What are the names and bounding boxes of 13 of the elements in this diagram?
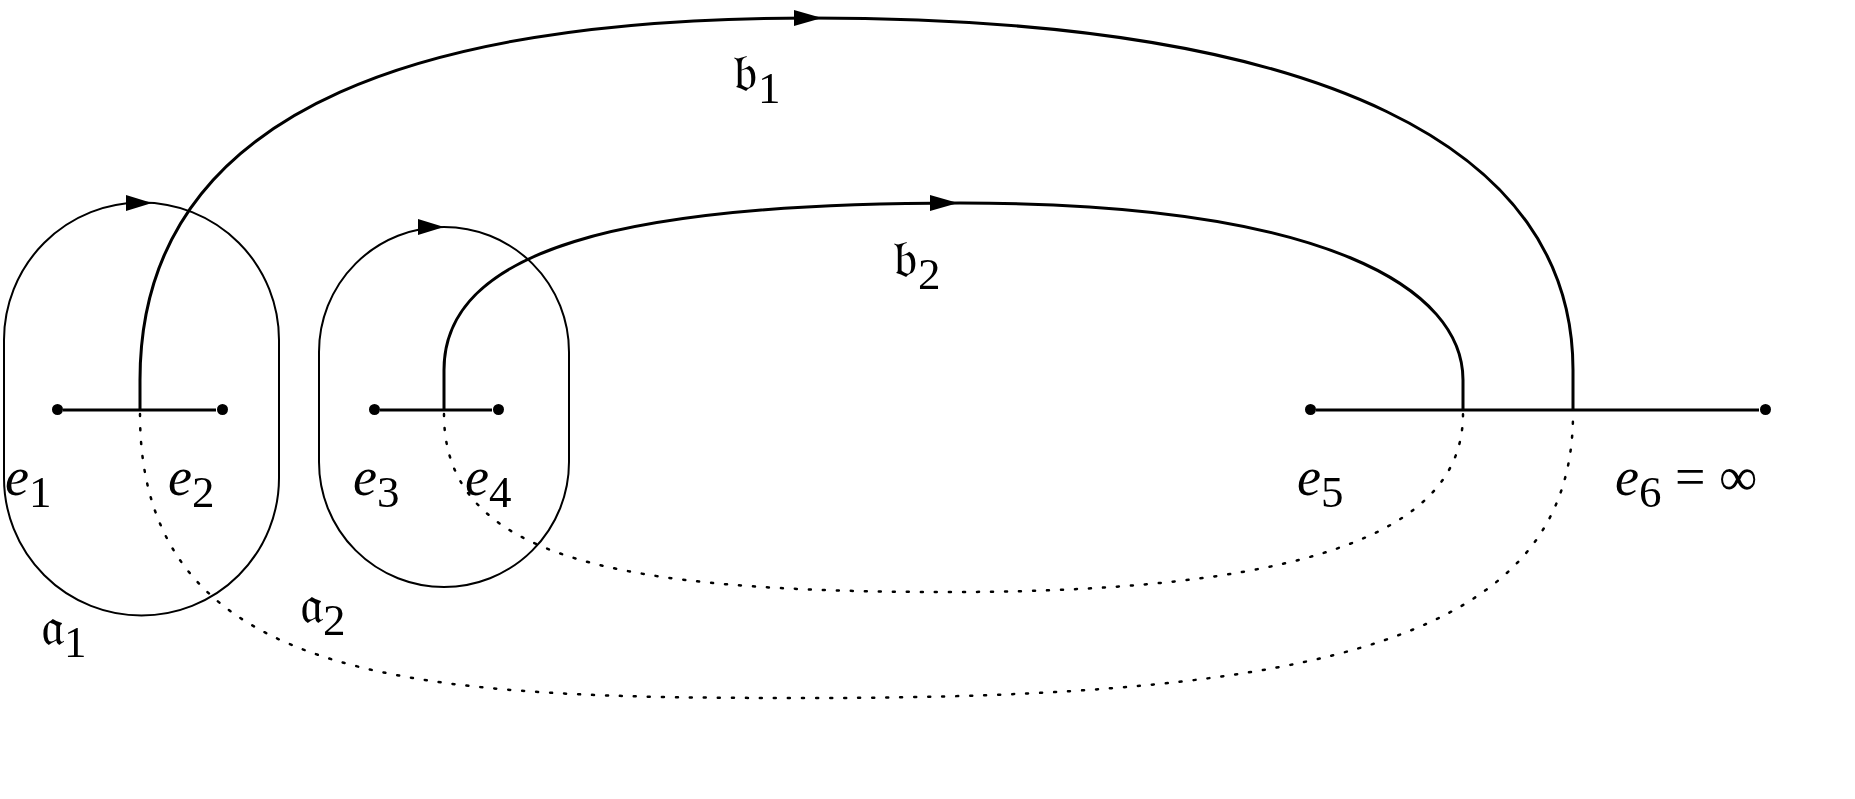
point-label: e$_{2}$ — [168, 450, 215, 515]
point-label: e$_{3}$ — [353, 450, 400, 515]
cycle-label: 𝔞$_{2}$ — [300, 578, 346, 643]
cycle-label: 𝔟$_{2}$ — [893, 232, 941, 297]
cycle-label: 𝔞$_{1}$ — [41, 600, 87, 665]
point-label: e$_{6}$ = ∞ — [1615, 450, 1758, 515]
branch-cut-line — [1316, 408, 1759, 412]
point-label: e$_{4}$ — [465, 450, 512, 515]
point-label: e$_{5}$ — [1297, 450, 1344, 515]
branch-cut-line — [380, 408, 492, 412]
point-label: e$_{1}$ — [5, 450, 52, 515]
cycle-label: 𝔟$_{1}$ — [733, 46, 781, 111]
branch-cut-line — [63, 408, 216, 412]
